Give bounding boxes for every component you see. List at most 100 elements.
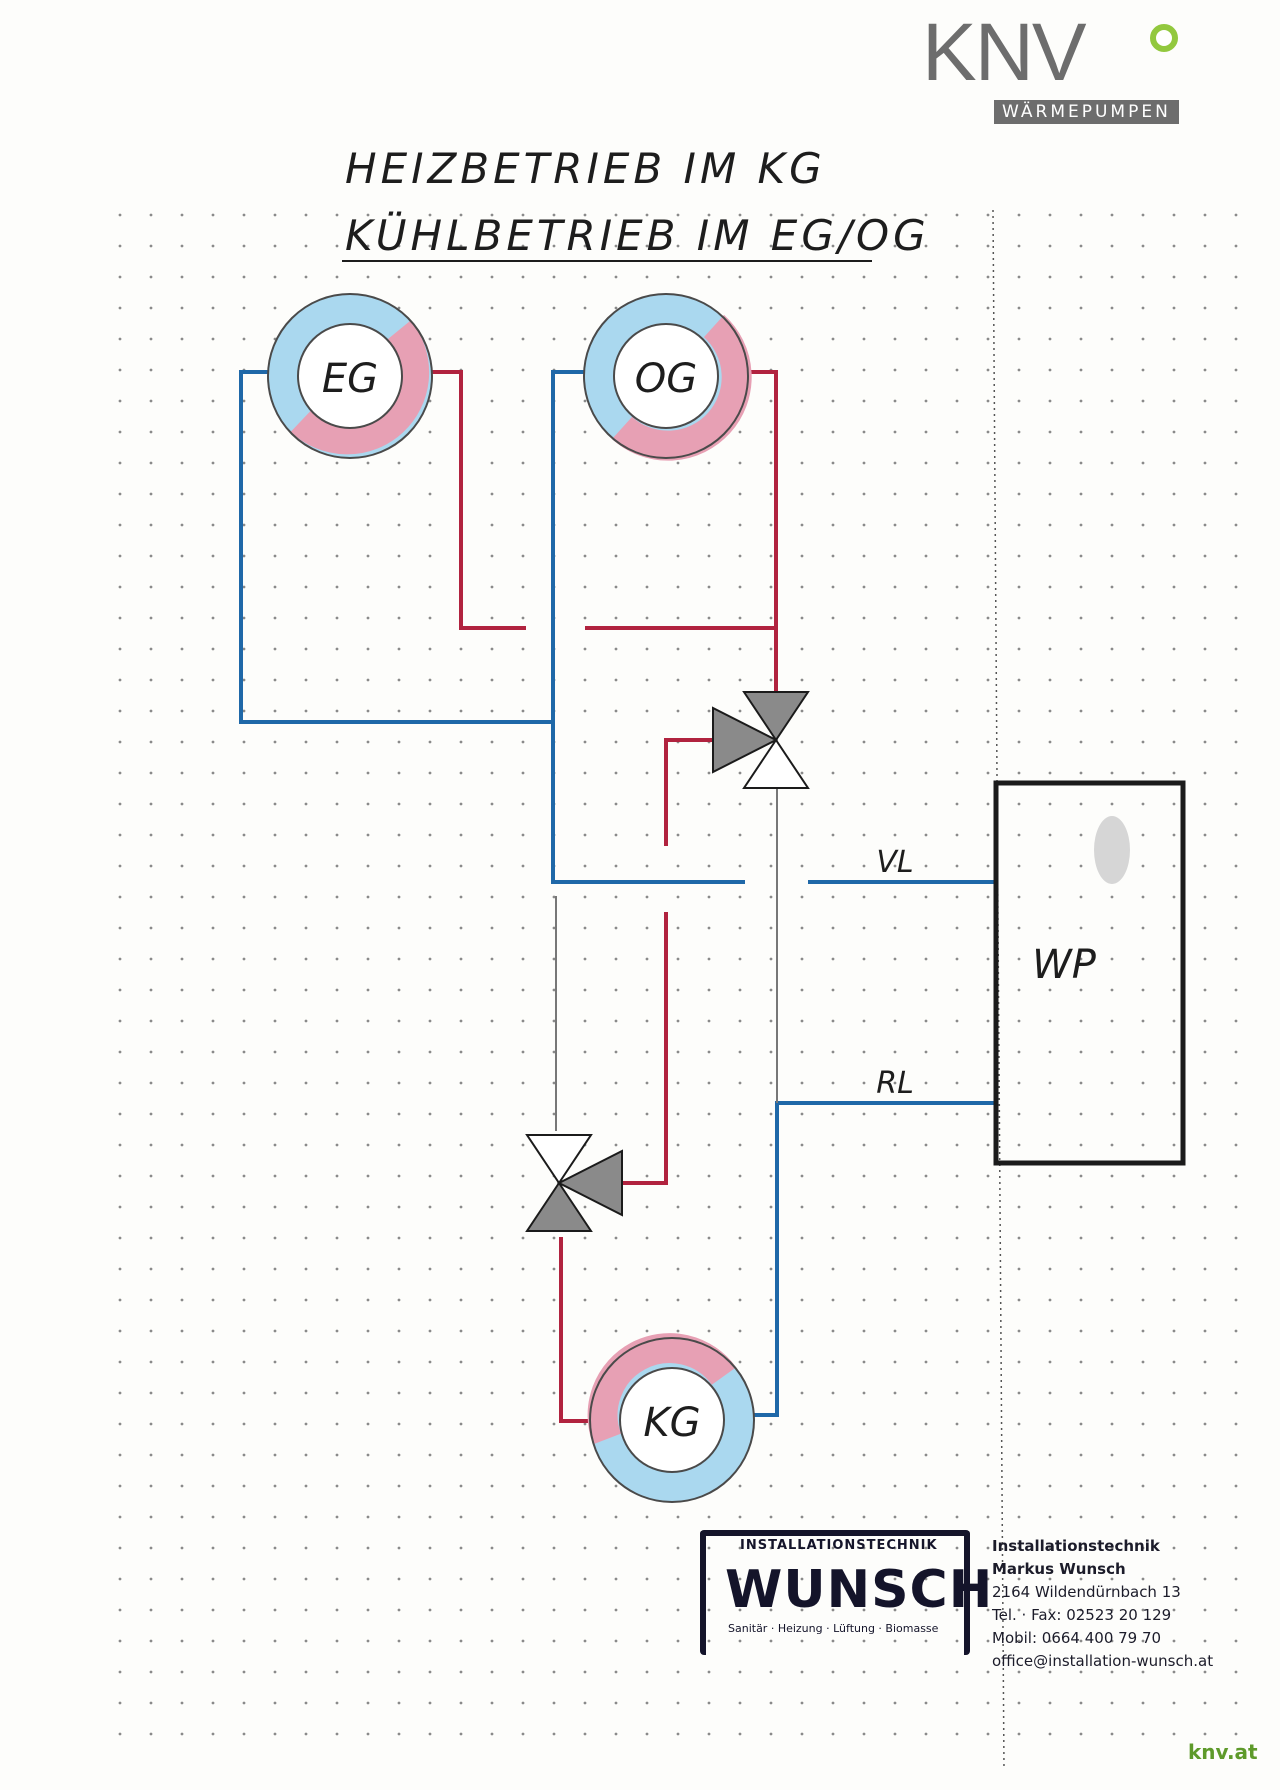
grid-dot [1079, 213, 1083, 217]
grid-dot [986, 585, 990, 589]
grid-dot [986, 678, 990, 682]
grid-dot [676, 1577, 680, 1581]
grid-dot [924, 709, 928, 713]
grid-dot [552, 1081, 556, 1085]
grid-dot [769, 1484, 773, 1488]
grid-dot [893, 895, 897, 899]
grid-dot [1048, 616, 1052, 620]
grid-dot [1203, 213, 1207, 217]
grid-dot [490, 833, 494, 837]
grid-dot [490, 957, 494, 961]
grid-dot [180, 802, 184, 806]
grid-dot [707, 554, 711, 558]
grid-dot [862, 1205, 866, 1209]
grid-dot [397, 213, 401, 217]
grid-dot [242, 1484, 246, 1488]
grid-dot [955, 306, 959, 310]
grid-dot [1110, 1422, 1114, 1426]
grid-dot [1079, 988, 1083, 992]
grid-dot [707, 585, 711, 589]
grid-dot [1141, 275, 1145, 279]
knv-logo-dot [1150, 24, 1178, 52]
hot-pipes [426, 370, 778, 1423]
grid-dot [1172, 1174, 1176, 1178]
grid-dot [552, 1515, 556, 1519]
grid-dot [986, 1143, 990, 1147]
grid-dot [211, 1670, 215, 1674]
grid-dot [893, 1360, 897, 1364]
grid-dot [180, 771, 184, 775]
grid-dot [769, 1236, 773, 1240]
grid-dot [1203, 399, 1207, 403]
grid-dot [304, 1236, 308, 1240]
grid-dot [831, 1143, 835, 1147]
grid-dot [490, 1112, 494, 1116]
grid-dot [800, 678, 804, 682]
grid-dot [180, 1639, 184, 1643]
grid-dot [118, 740, 122, 744]
grid-dot [831, 802, 835, 806]
grid-dot [1110, 1391, 1114, 1395]
grid-dot [459, 864, 463, 868]
grid-dot [1110, 430, 1114, 434]
footer-url[interactable]: knv.at [1188, 1740, 1258, 1764]
grid-dot [707, 678, 711, 682]
grid-dot [924, 1732, 928, 1736]
grid-dot [273, 461, 277, 465]
grid-dot [893, 1577, 897, 1581]
grid-dot [614, 678, 618, 682]
grid-dot [118, 1732, 122, 1736]
grid-dot [304, 275, 308, 279]
grid-dot [986, 1205, 990, 1209]
grid-dot [397, 492, 401, 496]
address-email[interactable]: office@installation-wunsch.at [992, 1652, 1214, 1670]
grid-dot [397, 988, 401, 992]
grid-dot [304, 1360, 308, 1364]
grid-dot [211, 585, 215, 589]
grid-dot [831, 1236, 835, 1240]
grid-dot [180, 1546, 184, 1550]
grid-dot [769, 585, 773, 589]
grid-dot [1172, 895, 1176, 899]
grid-dot [738, 1701, 742, 1705]
grid-dot [614, 244, 618, 248]
grid-dot [800, 1050, 804, 1054]
grid-dot [769, 399, 773, 403]
grid-dot [211, 430, 215, 434]
grid-dot [1110, 1670, 1114, 1674]
grid-dot [552, 926, 556, 930]
grid-dot [1048, 709, 1052, 713]
grid-dot [1203, 1639, 1207, 1643]
grid-dot [583, 1546, 587, 1550]
grid-dot [211, 399, 215, 403]
grid-dot [583, 1453, 587, 1457]
grid-dot [335, 1453, 339, 1457]
grid-dot [614, 957, 618, 961]
grid-dot [738, 213, 742, 217]
grid-dot [924, 1267, 928, 1271]
grid-dot [955, 523, 959, 527]
grid-dot [1172, 399, 1176, 403]
grid-dot [676, 1112, 680, 1116]
grid-dot [459, 1391, 463, 1395]
grid-dot [924, 1081, 928, 1085]
grid-dot [862, 709, 866, 713]
grid-dot [273, 1608, 277, 1612]
grid-dot [149, 957, 153, 961]
grid-dot [273, 492, 277, 496]
grid-dot [862, 1360, 866, 1364]
grid-dot [242, 1205, 246, 1209]
grid-dot [273, 1701, 277, 1705]
grid-dot [738, 461, 742, 465]
grid-dot [1048, 1050, 1052, 1054]
grid-dot [955, 1360, 959, 1364]
grid-dot [180, 1422, 184, 1426]
grid-dot [583, 864, 587, 868]
grid-dot [1141, 709, 1145, 713]
grid-dot [490, 399, 494, 403]
grid-dot [986, 1515, 990, 1519]
stamp-subline: Sanitär · Heizung · Lüftung · Biomasse [728, 1622, 939, 1635]
grid-dot [707, 1267, 711, 1271]
grid-dot [397, 1174, 401, 1178]
grid-dot [645, 926, 649, 930]
